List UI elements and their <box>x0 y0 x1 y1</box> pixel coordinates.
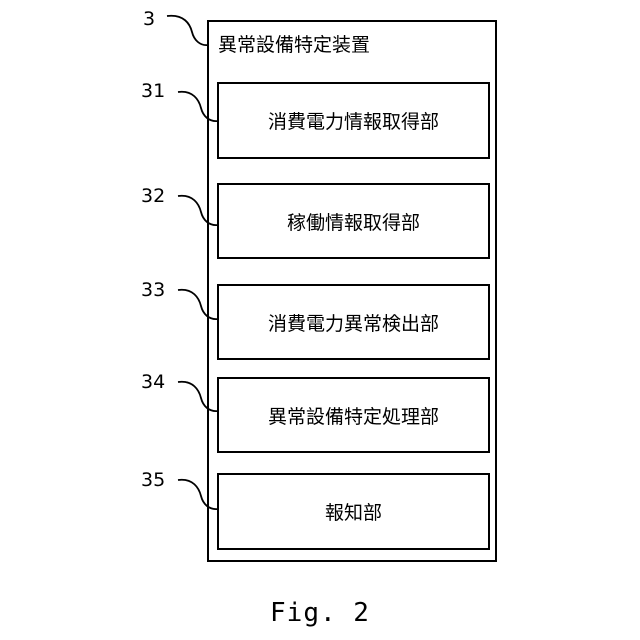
ref-number-module-31: 31 <box>141 80 165 102</box>
module-box-operation-info-acquisition: 稼働情報取得部 <box>217 183 490 259</box>
module-box-notification: 報知部 <box>217 473 490 550</box>
ref-number-module-33: 33 <box>141 279 165 301</box>
ref-number-module-32: 32 <box>141 185 165 207</box>
module-box-anomaly-equipment-identification: 異常設備特定処理部 <box>217 377 490 453</box>
module-label: 消費電力情報取得部 <box>268 107 439 134</box>
ref-number-device: 3 <box>143 8 155 30</box>
device-title: 異常設備特定装置 <box>218 33 370 57</box>
module-label: 稼働情報取得部 <box>287 208 420 235</box>
ref-number-module-34: 34 <box>141 371 165 393</box>
module-label: 報知部 <box>325 498 382 525</box>
module-label: 消費電力異常検出部 <box>268 309 439 336</box>
module-box-power-info-acquisition: 消費電力情報取得部 <box>217 82 490 159</box>
figure-caption: Fig. 2 <box>0 598 640 628</box>
module-label: 異常設備特定処理部 <box>268 402 439 429</box>
module-box-power-anomaly-detection: 消費電力異常検出部 <box>217 284 490 360</box>
ref-number-module-35: 35 <box>141 469 165 491</box>
leader-line-3 <box>167 16 208 45</box>
